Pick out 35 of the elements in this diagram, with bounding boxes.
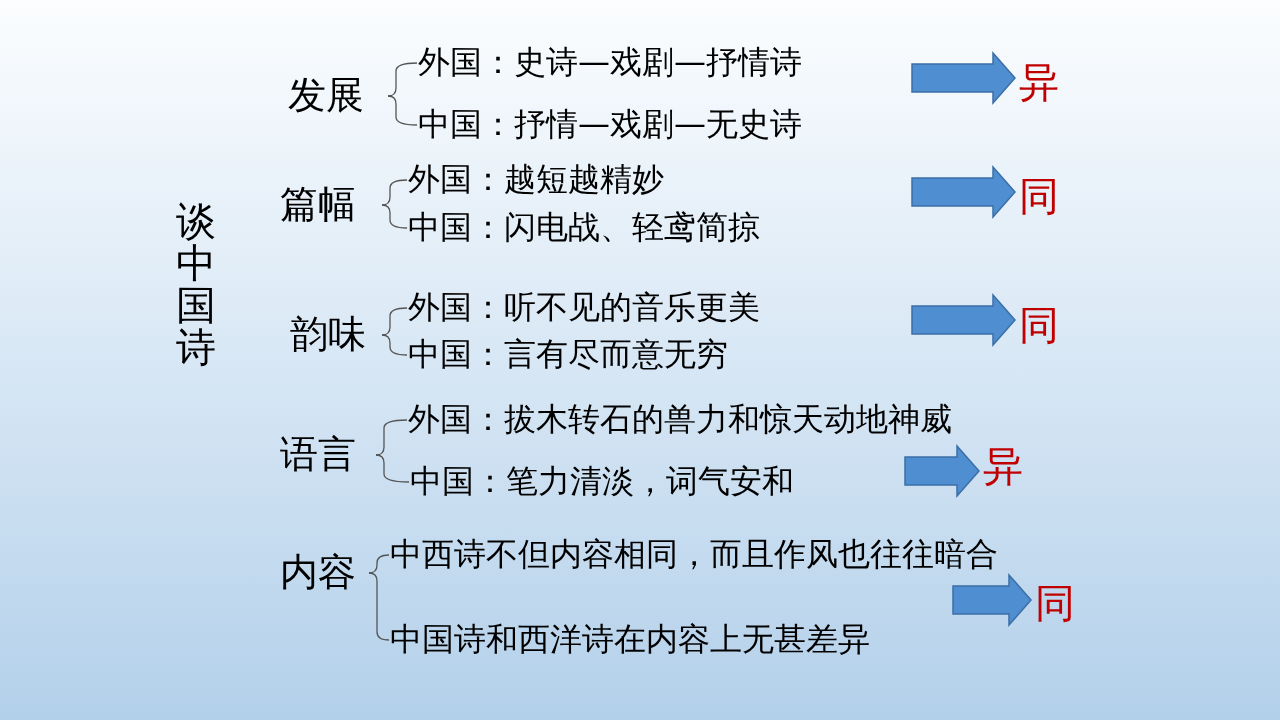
brace [381, 307, 408, 336]
comparison-text: 中国：闪电战、轻鸢简掠 [408, 210, 760, 246]
brace [375, 419, 408, 456]
brace [381, 204, 408, 229]
brace [387, 95, 418, 126]
title: 谈中国诗 [176, 200, 217, 368]
result-label: 同 [1019, 303, 1059, 347]
block-arrow [911, 165, 1016, 219]
result-label: 同 [1035, 581, 1075, 625]
category-label: 语言 [280, 434, 356, 476]
brace [387, 62, 418, 97]
category-label: 篇幅 [280, 184, 356, 226]
result-label: 同 [1019, 174, 1059, 218]
block-arrow [952, 573, 1032, 627]
comparison-text: 外国：越短越精妙 [408, 162, 664, 198]
brace [381, 334, 408, 356]
category-label: 内容 [280, 552, 356, 594]
brace [368, 554, 390, 574]
comparison-text: 中国：言有尽而意无穷 [408, 337, 728, 373]
block-arrow [911, 293, 1016, 347]
comparison-text: 中西诗不但内容相同，而且作风也往往暗合 [390, 537, 998, 573]
brace [375, 454, 410, 483]
block-arrow [911, 51, 1016, 105]
comparison-text: 外国：拔木转石的兽力和惊天动地神威 [408, 402, 952, 438]
brace [381, 179, 408, 206]
category-label: 韵味 [290, 314, 366, 356]
category-label: 发展 [288, 75, 364, 117]
result-label: 异 [983, 444, 1023, 488]
comparison-text: 中国：抒情—戏剧—无史诗 [418, 107, 802, 143]
comparison-text: 中国诗和西洋诗在内容上无甚差异 [390, 622, 870, 658]
result-label: 异 [1019, 60, 1059, 104]
comparison-text: 中国：笔力清淡，词气安和 [410, 464, 794, 500]
comparison-text: 外国：听不见的音乐更美 [408, 290, 760, 326]
comparison-text: 外国：史诗—戏剧—抒情诗 [418, 45, 802, 81]
block-arrow [904, 444, 980, 498]
